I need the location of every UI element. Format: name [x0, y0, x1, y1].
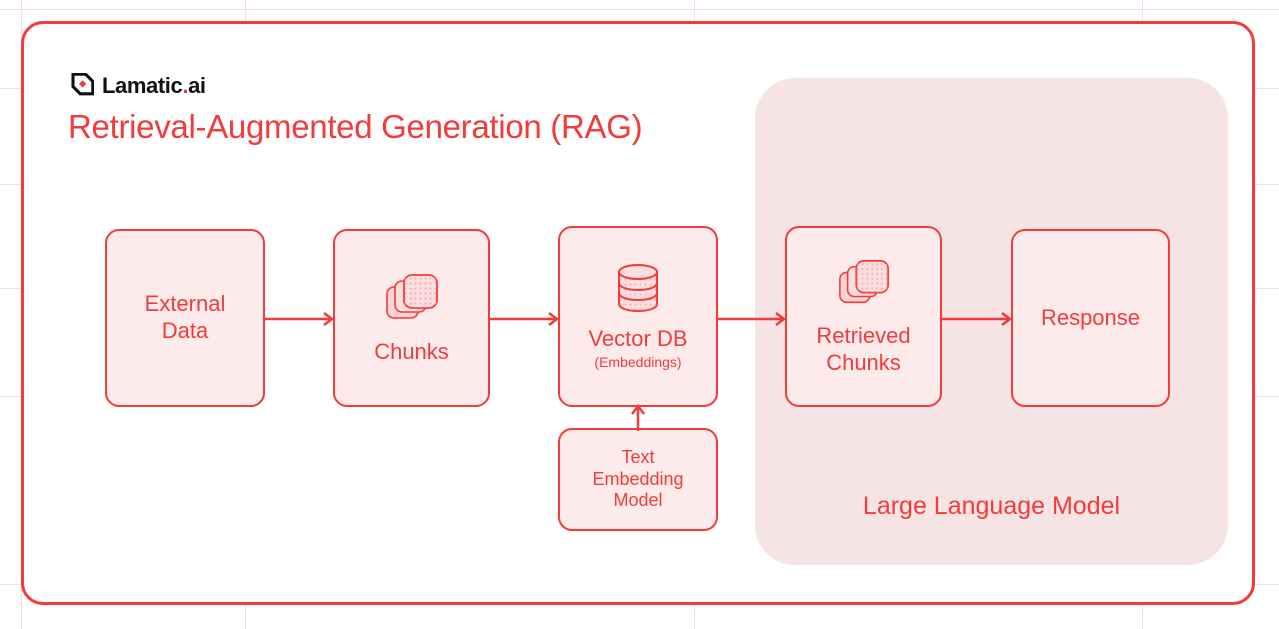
node-external-data[interactable]: External Data	[105, 229, 265, 407]
brand-name-main: Lamatic	[102, 73, 183, 98]
node-retrieved-chunks-label: Retrieved Chunks	[816, 323, 910, 377]
node-vector-db-sublabel: (Embeddings)	[594, 354, 682, 371]
arrow-vector-db-to-retrieved-chunks	[718, 312, 787, 326]
node-text-embedding-model-line2: Embedding	[592, 468, 684, 489]
arrow-retrieved-chunks-to-response	[942, 312, 1013, 326]
stacked-chunks-icon	[836, 257, 892, 316]
brand-lockup: Lamatic.ai	[68, 73, 206, 99]
node-response-label: Response	[1040, 304, 1141, 330]
node-external-data-line2: Data	[161, 318, 209, 343]
node-retrieved-chunks[interactable]: Retrieved Chunks	[785, 226, 942, 407]
diagram-card: Lamatic.ai Retrieval-Augmented Generatio…	[21, 21, 1255, 605]
node-external-data-label: External Data	[145, 291, 226, 345]
node-text-embedding-model-line1: Text	[621, 446, 655, 467]
grid-line-horizontal	[0, 9, 1279, 10]
node-vector-db[interactable]: Vector DB (Embeddings)	[558, 226, 718, 407]
brand-name-suffix: ai	[188, 73, 206, 98]
arrow-external-data-to-chunks	[265, 312, 335, 326]
arrow-chunks-to-vector-db	[490, 312, 560, 326]
node-text-embedding-model-line3: Model	[613, 490, 663, 511]
node-external-data-line1: External	[144, 291, 226, 317]
stacked-chunks-icon	[383, 271, 441, 332]
node-vector-db-label: Vector DB	[588, 326, 688, 352]
large-language-model-label: Large Language Model	[862, 492, 1121, 520]
page-title: Retrieval-Augmented Generation (RAG)	[68, 108, 643, 145]
brand-name-dot: .	[182, 73, 189, 98]
node-retrieved-chunks-line2: Chunks	[826, 349, 901, 375]
brand-name: Lamatic.ai	[102, 75, 206, 97]
database-cylinder-icon	[613, 262, 663, 319]
node-text-embedding-model[interactable]: Text Embedding Model	[558, 428, 718, 531]
arrow-text-embedding-model-to-vector-db	[631, 403, 645, 431]
node-chunks[interactable]: Chunks	[333, 229, 490, 407]
node-response[interactable]: Response	[1011, 229, 1170, 407]
node-retrieved-chunks-line1: Retrieved	[816, 322, 911, 348]
node-text-embedding-model-label: Text Embedding Model	[592, 447, 683, 513]
lamatic-diamond-logo-icon	[68, 73, 94, 99]
node-chunks-label: Chunks	[374, 338, 449, 364]
